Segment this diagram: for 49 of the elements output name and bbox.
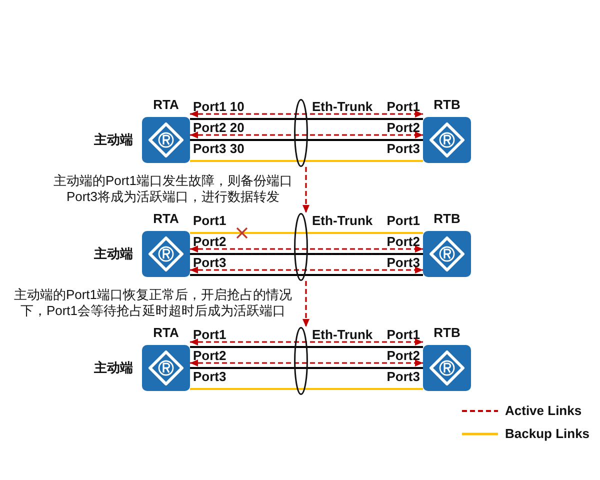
double-arrow — [190, 360, 423, 366]
port-label: Port2 — [386, 235, 420, 248]
port-label: Port1 — [193, 328, 226, 341]
trunk-label: Eth-Trunk — [312, 100, 373, 113]
port-label: Port2 20 — [193, 121, 244, 134]
router-label: RTA — [152, 326, 180, 340]
trunk-label: Eth-Trunk — [312, 328, 373, 341]
port-label: Port3 — [386, 256, 420, 269]
router-label: RTB — [432, 326, 462, 340]
link-line — [190, 388, 423, 390]
router-label: RTB — [432, 98, 462, 112]
port-label: Port2 — [386, 349, 420, 362]
link-line — [190, 118, 423, 120]
role-label: 主动端 — [94, 246, 133, 262]
port-label: Port2 — [193, 349, 226, 362]
link-line — [190, 232, 423, 234]
router-label: RTA — [152, 212, 180, 226]
role-label: 主动端 — [94, 360, 133, 376]
link-line — [190, 139, 423, 141]
double-arrow — [190, 110, 423, 118]
port-label: Port2 — [386, 121, 420, 134]
legend-label: Backup Links — [505, 426, 590, 442]
trunk-label: Eth-Trunk — [312, 214, 373, 227]
link-line — [190, 160, 423, 162]
router-label: RTA — [152, 98, 180, 112]
port-label: Port3 — [386, 370, 420, 383]
router-label: RTB — [432, 212, 462, 226]
port-label: Port3 — [193, 256, 226, 269]
port-label: Port1 — [386, 100, 420, 113]
port-label: Port1 10 — [193, 100, 244, 113]
link-line — [190, 274, 423, 276]
double-arrow — [190, 266, 423, 274]
double-arrow — [190, 132, 423, 138]
link-line — [190, 253, 423, 255]
link-line — [190, 367, 423, 369]
double-arrow — [190, 246, 423, 252]
port-label: Port3 30 — [193, 142, 244, 155]
port-label: Port1 — [193, 214, 226, 227]
port-label: Port2 — [193, 235, 226, 248]
role-label: 主动端 — [94, 132, 133, 148]
arrow — [302, 281, 310, 327]
port-label: Port3 — [386, 142, 420, 155]
port-label: Port1 — [386, 328, 420, 341]
port-label: Port1 — [386, 214, 420, 227]
link-line — [190, 346, 423, 348]
port-label: Port3 — [193, 370, 226, 383]
legend-label: Active Links — [505, 403, 582, 419]
arrow — [302, 167, 310, 213]
double-arrow — [190, 338, 423, 346]
